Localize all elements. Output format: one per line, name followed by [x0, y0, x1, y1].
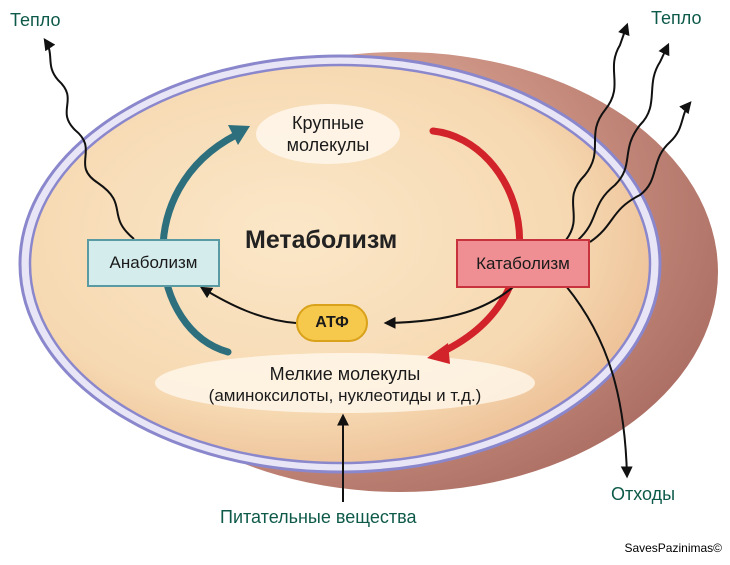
atp-to-anabolism-arrow [199, 286, 297, 324]
heat-label-left: Тепло [10, 10, 61, 30]
anabolism-label: Анаболизм [109, 253, 198, 272]
large-molecules-line-2: молекулы [286, 135, 370, 155]
anabolism-box: Анаболизм [87, 239, 220, 287]
catabolism-arrow [429, 127, 524, 356]
atp-pill: АТФ [296, 304, 368, 342]
credit-watermark: SavesPazinimas© [624, 541, 722, 555]
metabolism-title: Метаболизм [245, 226, 398, 254]
heat-arrow-right-3 [589, 101, 692, 243]
heat-label-right: Тепло [651, 8, 702, 28]
heat-arrow-left [43, 38, 135, 240]
heat-arrow-right-1 [565, 22, 630, 241]
catabolism-to-atp-arrow [383, 279, 522, 329]
anabolism-arrowhead [228, 125, 250, 145]
waste-label: Отходы [611, 484, 676, 504]
large-molecules-glow [256, 104, 400, 164]
waste-arrow [565, 285, 633, 479]
catabolism-arrowhead [427, 343, 450, 364]
small-molecules-glow [155, 353, 535, 413]
heat-arrow-right-2 [577, 42, 670, 241]
nutrients-label: Питательные вещества [220, 507, 417, 527]
catabolism-label: Катаболизм [476, 253, 570, 273]
small-molecules-label: Мелкие молекулы [269, 364, 421, 384]
small-molecules-examples: (аминоксилоты, нуклеотиды и т.д.) [208, 386, 482, 405]
large-molecules-label: Крупные молекулы [258, 112, 398, 156]
atp-label: АТФ [315, 314, 349, 331]
catabolism-box: Катаболизм [456, 239, 590, 288]
large-molecules-line-1: Крупные [292, 113, 364, 133]
